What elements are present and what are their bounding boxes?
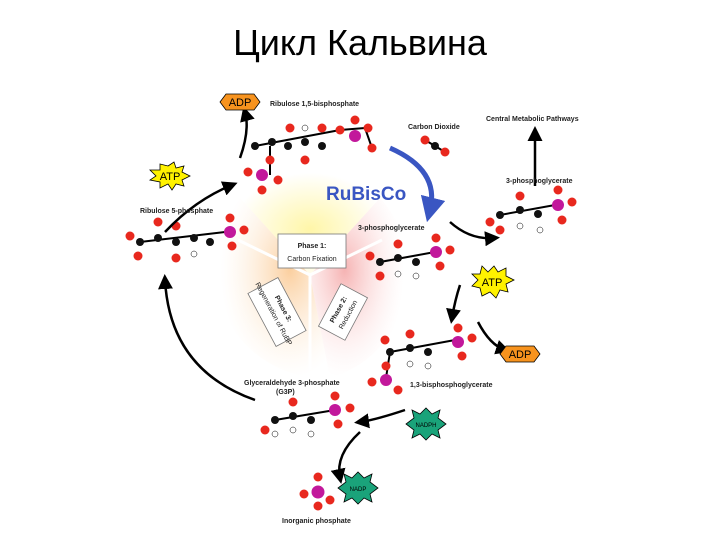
label-central: Central Metabolic Pathways [486,116,579,123]
label-3pga-out: 3-phosphoglycerate [506,178,573,185]
phase-2-box: Phase 2: Reduction [317,283,369,341]
nadp-label: NADP [350,487,367,493]
label-rubp: Ribulose 1,5-bisphosphate [270,101,359,108]
atp-badge-top: ATP [148,161,191,191]
molecule-bpg [367,323,477,395]
molecule-co2 [420,135,450,157]
phase-1-title: Phase 1: [298,243,327,250]
label-g3p: Glyceraldehyde 3-phosphate [244,380,340,387]
label-3pga-in: 3-phosphoglycerate [358,225,425,232]
molecule-3pga-in [365,233,455,281]
nadph-label: NADPH [415,423,436,429]
atp-badge-right: ATP [471,265,515,299]
molecule-inorganic-phosphate [299,472,335,511]
adp-badge-right: ADP [499,345,541,363]
label-ru5p: Ribulose 5-phosphate [140,208,213,215]
label-pi: Inorganic phosphate [282,518,351,525]
label-bpg: 1,3-bisphosphoglycerate [410,382,493,389]
molecule-rubp [243,115,377,195]
atp-right-label: ATP [482,277,503,289]
slide-title: Цикл Кальвина [233,22,487,63]
adp-badge-top: ADP [219,93,261,111]
label-co2: Carbon Dioxide [408,124,460,131]
phase-1-box: Phase 1: Carbon Fixation [277,233,347,269]
rubisco-label: RuBisCo [326,184,406,205]
cycle-arrows [158,106,543,484]
adp-top-label: ADP [229,97,252,109]
molecule-3pga-out [485,185,577,235]
nadp-badge: NADP [337,471,379,505]
phase-1-name: Carbon Fixation [287,256,337,263]
molecule-ru5p [125,213,249,263]
molecule-g3p [260,391,355,438]
rubisco-arrow [388,145,446,223]
label-g3p-abbr: (G3P) [276,389,295,396]
nadph-badge: NADPH [405,407,447,441]
adp-right-label: ADP [509,349,532,361]
atp-top-label: ATP [160,171,181,183]
